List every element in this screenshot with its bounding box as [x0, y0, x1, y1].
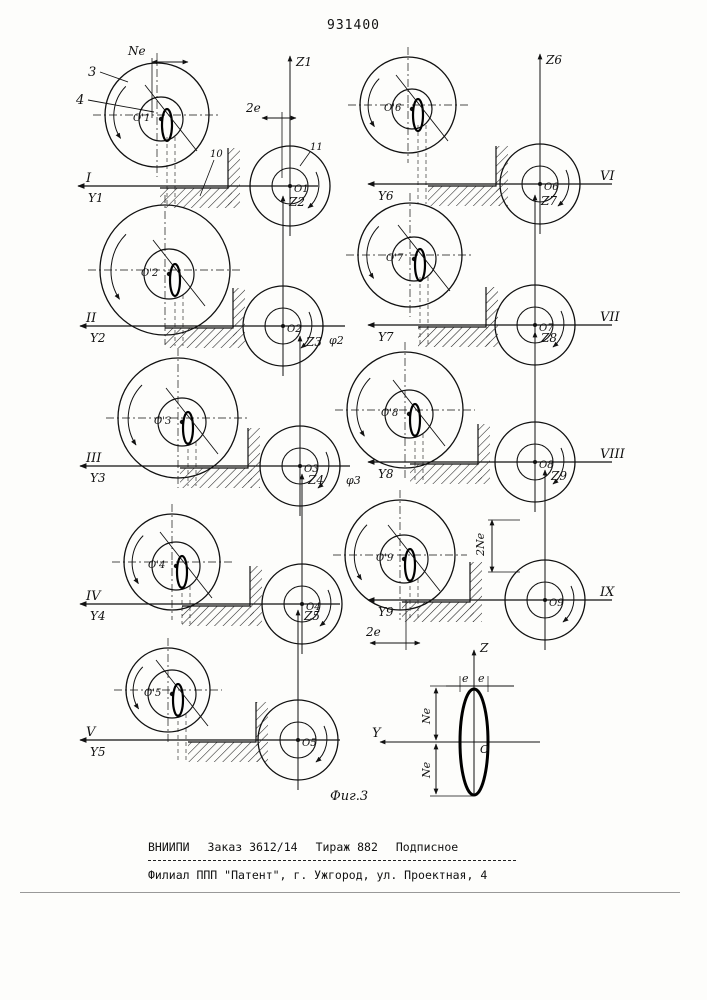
page-bottom-rule: [20, 892, 680, 893]
offset-center-label-6: O'6: [384, 103, 402, 114]
panel-4: IVY4Z4O4O'4: [80, 473, 342, 654]
offset-center-label-8: O'8: [381, 408, 398, 419]
hatched-holder: [188, 742, 260, 762]
section-numeral-8: VIII: [600, 447, 626, 462]
z-axis-label-1: Z1: [295, 55, 312, 69]
imprint-line-1: ВНИИПИ Заказ 3612/14 Тираж 882 Подписное: [148, 840, 476, 854]
2e-label-bottom: 2e: [365, 625, 381, 639]
hatched-holder: [182, 606, 254, 626]
center-label-5: O5: [302, 738, 317, 749]
2e-label-top: 2e: [245, 101, 261, 115]
ne-label: Ne: [127, 44, 146, 58]
imprint-branch: Филиал ППП "Патент", г. Ужгород, ул. Про…: [148, 868, 487, 882]
imprint-order: Заказ 3612/14: [208, 840, 298, 854]
imprint-print-run: Тираж 882: [316, 840, 378, 854]
section-numeral-5: V: [86, 725, 97, 740]
panel-3: IIIY3Z3O3O'3φ3: [80, 335, 361, 516]
offset-center-label-2: O'2: [141, 268, 158, 279]
y-axis-label-2: Y2: [90, 331, 106, 345]
panel-6: VI Y6 Z6O6 O'6: [348, 47, 615, 234]
offset-center-label-9: O'9: [376, 553, 394, 564]
z-axis-label-5: Z5: [303, 609, 320, 623]
y-axis-label-8: Y8: [378, 467, 394, 481]
panel-8: VIIIY8Z8O8O'8: [335, 331, 626, 512]
offset-center-label-3: O'3: [154, 416, 171, 427]
y-axis-label-7: Y7: [378, 330, 394, 344]
inset-y-label: Y: [372, 726, 382, 741]
z-axis-label-7: Z7: [540, 194, 557, 208]
center-label-1: O1: [294, 184, 309, 195]
callout-3: 3: [88, 65, 96, 80]
section-numeral-4: IV: [85, 589, 102, 604]
imprint-type: Подписное: [396, 840, 458, 854]
y-axis-label-3: Y3: [90, 471, 106, 485]
imprint-divider: [148, 860, 516, 861]
offset-center-label-7: O'7: [386, 253, 404, 264]
section-numeral-1: I: [85, 171, 92, 186]
imprint-org: ВНИИПИ: [148, 840, 190, 854]
z-axis-label-4: Z4: [307, 473, 324, 487]
angle-label-2: φ2: [329, 334, 344, 347]
2ne-label: 2Ne: [474, 532, 487, 557]
y-axis-label-9: Y9: [378, 605, 394, 619]
z-axis-label-8: Z8: [540, 331, 557, 345]
y-axis-label-4: Y4: [90, 609, 106, 623]
section-numeral-2: II: [85, 311, 97, 326]
z-axis-label-2: Z2: [288, 195, 305, 209]
inset-e-label-left: e: [462, 672, 469, 685]
inset-ne-label-upper: Ne: [420, 707, 433, 725]
section-numeral-6: VI: [600, 169, 615, 184]
section-numeral-9: IX: [599, 585, 615, 600]
inset-ne-label-lower: Ne: [420, 761, 433, 779]
callout-11: 11: [310, 142, 323, 153]
offset-center-label-1: O'1: [133, 113, 150, 124]
hatched-holder: [165, 328, 237, 348]
inset-z-label: Z: [479, 641, 489, 655]
callout-10: 10: [210, 149, 223, 160]
center-label-2: O2: [287, 324, 302, 335]
z-axis-label-6: Z6: [545, 53, 562, 67]
panel-9: IX Y9 Z9O9 O'9: [333, 469, 615, 650]
center-label-9: O9: [549, 598, 564, 609]
panel-7: VIIY7Z7O7O'7: [346, 193, 621, 375]
panel-layer: I Y1 Z1O1 O'1II Y2 Z2O2 O'2 φ2III Y3 Z3O 3O'3 φ3IV Y…: [78, 47, 626, 790]
inset-e-label-right: e: [478, 672, 485, 685]
z-axis-label-3: Z3: [305, 335, 322, 349]
hatched-holder: [180, 468, 252, 488]
section-numeral-7: VII: [600, 310, 621, 325]
figure-caption: Фиг.3: [330, 789, 368, 804]
ellipse-inset: Z Y O Ne Ne e e: [372, 641, 540, 796]
2e-dimension-top: 2e: [245, 101, 296, 178]
hatched-holder: [418, 327, 490, 347]
y-axis-label-6: Y6: [378, 189, 394, 203]
center-label-6: O6: [544, 182, 559, 193]
hatched-holder: [402, 602, 474, 622]
angle-label-3: φ3: [346, 474, 361, 487]
hatched-holder: [428, 186, 500, 206]
offset-center-label-5: O'5: [144, 688, 161, 699]
y-axis-label-5: Y5: [90, 745, 106, 759]
section-numeral-3: III: [85, 451, 102, 466]
hatched-holder: [410, 464, 482, 484]
z-axis-label-9: Z9: [550, 469, 567, 483]
callout-4: 4: [75, 93, 84, 108]
y-axis-label-1: Y1: [88, 191, 104, 205]
inset-origin-label: O: [480, 743, 489, 756]
offset-center-label-4: O'4: [148, 560, 165, 571]
panel-5: V Y5 Z5O5 O'5: [80, 609, 340, 790]
